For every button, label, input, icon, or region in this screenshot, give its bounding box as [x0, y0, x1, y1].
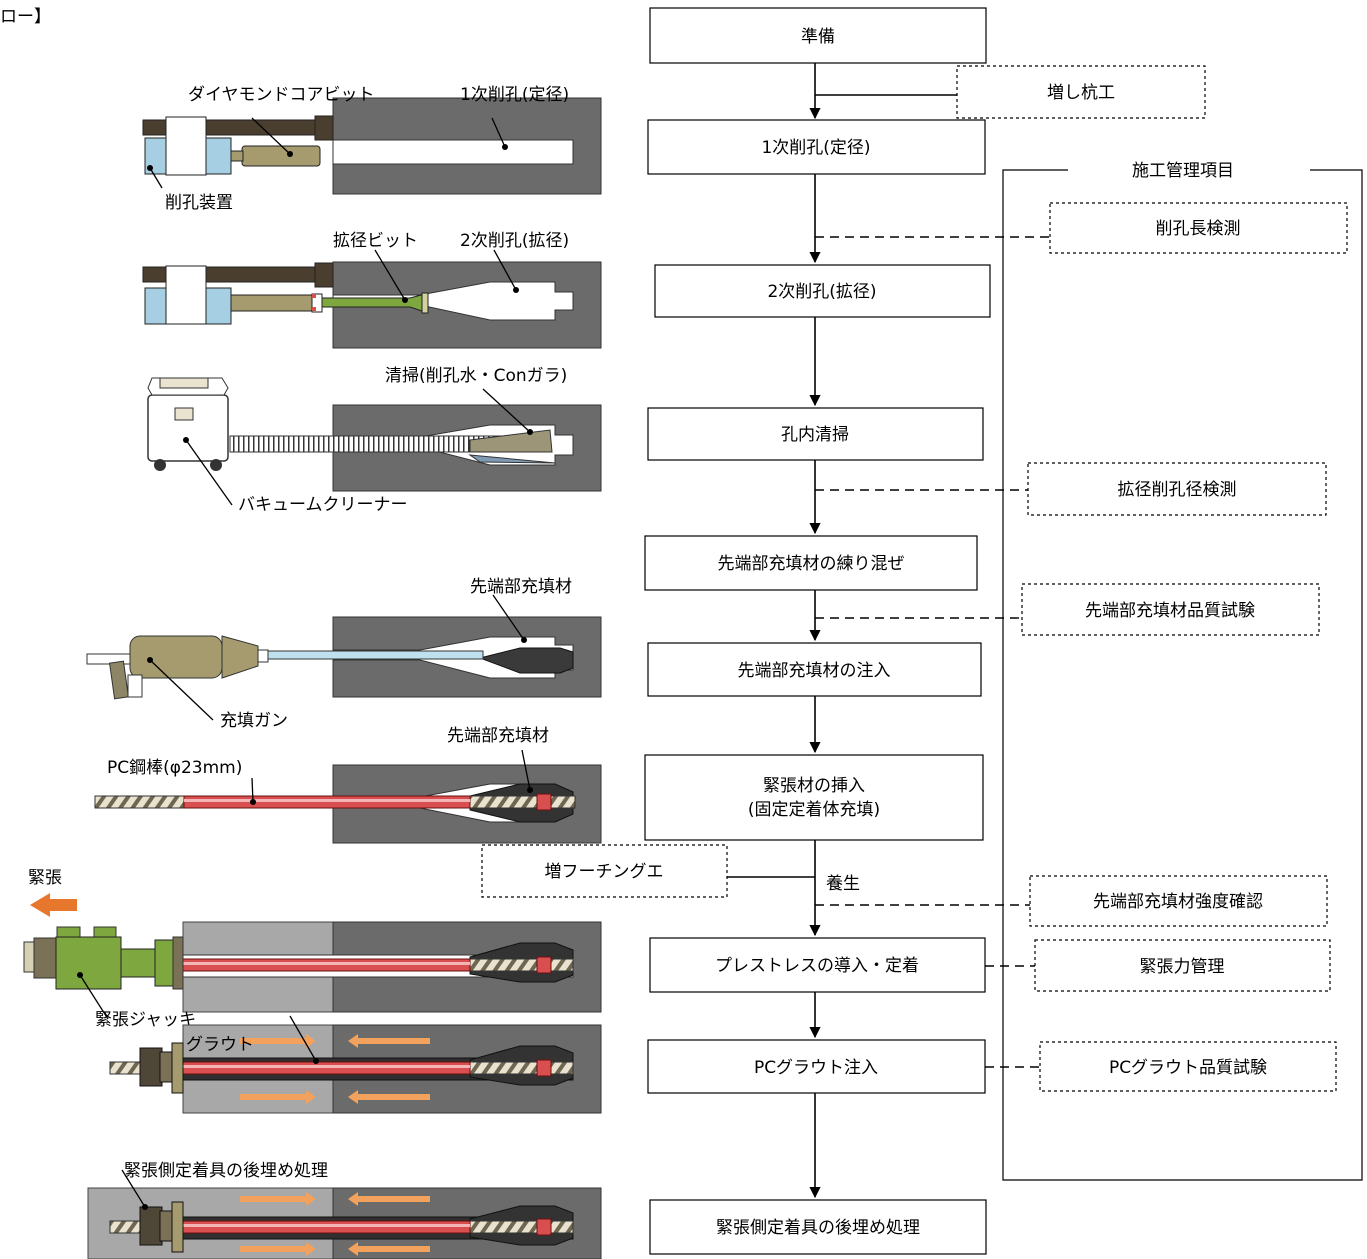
label-filler-gun: 充填ガン: [220, 711, 288, 731]
flow-step-drill1-label: 1次削孔(定径): [761, 138, 870, 158]
mgmt-item-diameter: [1027, 462, 1327, 516]
label-drill1: 1次削孔(定径): [460, 85, 569, 105]
mgmt-item-grout-quality-label: PCグラウト品質試験: [1109, 1058, 1267, 1078]
header-fragment: ロー】: [0, 7, 51, 27]
mgmt-item-diameter-label: 拡径削孔径検測: [1118, 480, 1237, 500]
illus-drill2: 拡径ビット 2次削孔(拡径): [142, 231, 602, 349]
flow-step-prestress-label: プレストレスの導入・定着: [715, 956, 919, 976]
illus-clean: 清掃(削孔水・Conガラ) バキュームクリーナー: [147, 366, 602, 515]
tension-arrow: [30, 893, 77, 917]
label-filler-rod: 先端部充填材: [447, 726, 549, 746]
flow-step-clean-label: 孔内清掃: [781, 425, 849, 445]
mgmt-item-drill-length-label: 削孔長検測: [1156, 219, 1241, 239]
flow-step-backfill: [649, 1199, 987, 1255]
management-panel: 施工管理項目 削孔長検測 拡径削孔径検測 先端部充填材品質試験 先端部充填材強度…: [815, 161, 1363, 1181]
illus-backfill: 緊張側定着具の後埋め処理: [87, 1161, 602, 1259]
mgmt-item-filler-strength-label: 先端部充填材強度確認: [1093, 892, 1263, 912]
flow-step-insert-label-2: (固定定着体充填): [748, 800, 880, 820]
side-work-footing: [481, 844, 728, 898]
flow-step-grout: [647, 1039, 986, 1094]
flow-step-insert-label-1: 緊張材の挿入: [763, 776, 865, 796]
flow-step-backfill-label: 緊張側定着具の後埋め処理: [716, 1218, 920, 1238]
side-work-pile-label: 増し杭工: [1047, 83, 1115, 103]
mgmt-item-filler-quality-label: 先端部充填材品質試験: [1085, 601, 1255, 621]
flow-step-prep-label: 準備: [801, 27, 835, 47]
flow-step-drill2-label: 2次削孔(拡径): [767, 282, 876, 302]
flow-step-inject: [647, 642, 982, 697]
label-backfill: 緊張側定着具の後埋め処理: [124, 1161, 328, 1181]
flow-step-grout-label: PCグラウト注入: [754, 1058, 878, 1078]
illus-insert: PC鋼棒(φ23mm) 先端部充填材: [94, 726, 602, 844]
label-tension: 緊張: [28, 868, 62, 888]
label-filler-top: 先端部充填材: [470, 577, 572, 597]
flow-step-drill2: [654, 264, 991, 318]
illus-prestress: 緊張 緊張ジャッキ: [23, 868, 602, 1030]
illus-drill1: ダイヤモンドコアビット 1次削孔(定径) 削孔装置: [142, 85, 602, 213]
label-grout: グラウト: [186, 1035, 254, 1055]
flow-step-insert: [644, 754, 984, 841]
diamond-core-bit: [241, 145, 321, 167]
side-work-pile: [956, 65, 1206, 119]
management-frame: [1002, 169, 1363, 1181]
filler-gun: [86, 635, 269, 700]
mgmt-item-filler-quality: [1021, 583, 1320, 636]
mgmt-item-drill-length: [1049, 202, 1348, 254]
mgmt-item-filler-strength: [1029, 875, 1328, 927]
flow-step-prestress: [649, 937, 986, 993]
flow-chart: 準備 1次削孔(定径) 2次削孔(拡径) 孔内清掃 先端部充填材の練り混ぜ 先端…: [481, 7, 1206, 1255]
flow-step-mix: [644, 535, 978, 591]
curing-label: 養生: [826, 874, 860, 894]
illus-grout: グラウト: [109, 1015, 602, 1114]
label-cleaning: 清掃(削孔水・Conガラ): [385, 366, 567, 386]
illus-inject: 先端部充填材 充填ガン: [86, 577, 602, 731]
tension-jack: [23, 926, 184, 990]
management-title: 施工管理項目: [1132, 161, 1234, 181]
label-pc-rod: PC鋼棒(φ23mm): [107, 758, 242, 778]
side-work-footing-label: 増フーチングエ: [545, 862, 664, 882]
label-drill-device: 削孔装置: [165, 193, 233, 213]
flow-step-mix-label: 先端部充填材の練り混ぜ: [718, 554, 905, 574]
mgmt-item-tension: [1034, 939, 1331, 992]
label-expand-bit: 拡径ビット: [333, 231, 418, 251]
label-drill2: 2次削孔(拡径): [460, 231, 569, 251]
flow-step-drill1: [647, 119, 986, 175]
mgmt-item-tension-label: 緊張力管理: [1140, 957, 1225, 977]
vacuum-cleaner: [147, 377, 229, 471]
label-vacuum: バキュームクリーナー: [238, 495, 408, 515]
flow-step-clean: [647, 407, 984, 461]
label-diamond-bit: ダイヤモンドコアビット: [188, 85, 375, 105]
flow-step-inject-label: 先端部充填材の注入: [738, 661, 891, 681]
flow-step-prep: [649, 7, 987, 64]
mgmt-item-grout-quality: [1039, 1041, 1337, 1092]
label-jack: 緊張ジャッキ: [95, 1010, 196, 1030]
